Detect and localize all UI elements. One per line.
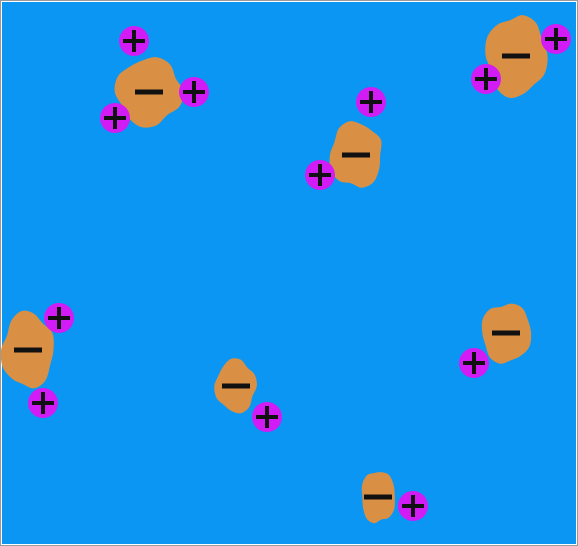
plus-sign-vertical-icon <box>369 91 373 113</box>
minus-sign-icon <box>222 384 250 389</box>
positive-ion <box>305 160 335 190</box>
minus-sign-icon <box>135 90 163 95</box>
positive-ion <box>252 402 282 432</box>
positive-ion <box>28 388 58 418</box>
positive-ion <box>459 348 489 378</box>
minus-sign-icon <box>492 331 520 336</box>
plus-sign-vertical-icon <box>57 307 61 329</box>
positive-ion <box>541 24 571 54</box>
plus-sign-vertical-icon <box>41 392 45 414</box>
minus-sign-icon <box>502 54 530 59</box>
plus-sign-vertical-icon <box>484 68 488 90</box>
plus-sign-vertical-icon <box>132 30 136 52</box>
plus-sign-vertical-icon <box>113 107 117 129</box>
positive-ion <box>119 26 149 56</box>
plus-sign-vertical-icon <box>192 81 196 103</box>
plus-sign-vertical-icon <box>554 28 558 50</box>
plus-sign-vertical-icon <box>411 495 415 517</box>
plus-sign-vertical-icon <box>472 352 476 374</box>
positive-ion <box>356 87 386 117</box>
plus-sign-vertical-icon <box>318 164 322 186</box>
plus-sign-vertical-icon <box>265 406 269 428</box>
minus-sign-icon <box>14 348 42 353</box>
minus-sign-icon <box>342 153 370 158</box>
positive-ion <box>398 491 428 521</box>
positive-ion <box>471 64 501 94</box>
positive-ion <box>179 77 209 107</box>
positive-ion <box>44 303 74 333</box>
positive-ion <box>100 103 130 133</box>
minus-sign-icon <box>364 495 392 500</box>
